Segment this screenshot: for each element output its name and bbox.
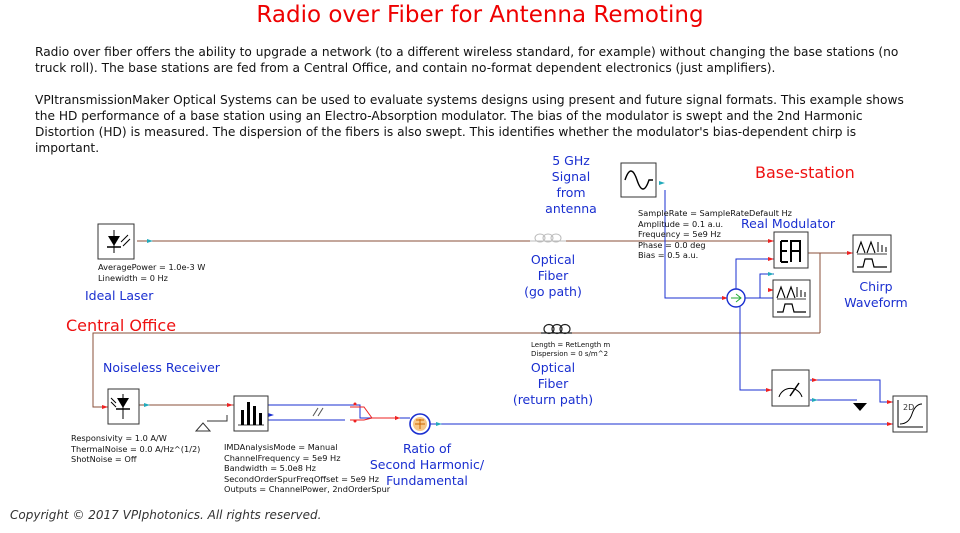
optical-fiber-go-label: Optical Fiber (go path) bbox=[524, 252, 582, 299]
merge-wires bbox=[350, 406, 400, 421]
photodiode-icon[interactable] bbox=[107, 388, 140, 425]
fiber-params: Length = RetLength m Dispersion = 0 s/m^… bbox=[531, 341, 611, 358]
chirp-waveform-icon[interactable] bbox=[852, 234, 892, 273]
meter-icon[interactable] bbox=[771, 369, 810, 407]
bus-break-marks bbox=[312, 407, 324, 417]
signal-source-label: 5 GHz Signal from antenna bbox=[545, 153, 597, 216]
plot-2d-text: 2D bbox=[903, 403, 914, 412]
base-station-label: Base-station bbox=[755, 163, 855, 182]
ratio-label: Ratio of Second Harmonic/ Fundamental bbox=[369, 441, 485, 488]
spectrum-analyzer-icon[interactable] bbox=[233, 395, 269, 432]
optical-fiber-return-label: Optical Fiber (return path) bbox=[512, 360, 594, 407]
ground-icon bbox=[853, 403, 867, 411]
description-paragraph: VPItransmissionMaker Optical Systems can… bbox=[35, 93, 904, 155]
noiseless-receiver-label: Noiseless Receiver bbox=[103, 360, 220, 375]
laser-icon[interactable] bbox=[97, 223, 135, 260]
ideal-laser-label: Ideal Laser bbox=[85, 288, 154, 303]
signal-analyzer-icon[interactable] bbox=[772, 279, 811, 318]
laser-params: AveragePower = 1.0e-3 W Linewidth = 0 Hz bbox=[98, 262, 206, 283]
central-office-label: Central Office bbox=[66, 316, 177, 335]
fiber-coil-return-icon[interactable] bbox=[541, 323, 572, 335]
ea-modulator-icon[interactable] bbox=[773, 231, 809, 269]
receiver-params: Responsivity = 1.0 A/W ThermalNoise = 0.… bbox=[71, 433, 201, 465]
fork-circle-icon[interactable] bbox=[726, 288, 746, 308]
ground-triangle-icon bbox=[194, 415, 228, 432]
real-modulator-label: Real Modulator bbox=[741, 216, 836, 231]
port-arrows bbox=[102, 181, 893, 426]
sine-wave-icon[interactable] bbox=[620, 162, 657, 198]
copyright-notice: Copyright © 2017 VPIphotonics. All right… bbox=[10, 508, 322, 522]
fiber-coil-go-icon[interactable] bbox=[530, 233, 566, 243]
chirp-waveform-label: Chirp Waveform bbox=[844, 279, 908, 310]
analyzer-params: IMDAnalysisMode = Manual ChannelFrequenc… bbox=[224, 442, 391, 495]
red-port-dots bbox=[353, 402, 357, 423]
source-params: SampleRate = SampleRateDefault Hz Amplit… bbox=[638, 208, 792, 261]
page-title: Radio over Fiber for Antenna Remoting bbox=[256, 2, 704, 28]
intro-paragraph: Radio over fiber offers the ability to u… bbox=[35, 45, 899, 75]
math-function-icon[interactable] bbox=[409, 413, 431, 435]
optical-wire-return bbox=[92, 332, 541, 408]
plot-2d-icon[interactable]: 2D bbox=[892, 395, 928, 433]
